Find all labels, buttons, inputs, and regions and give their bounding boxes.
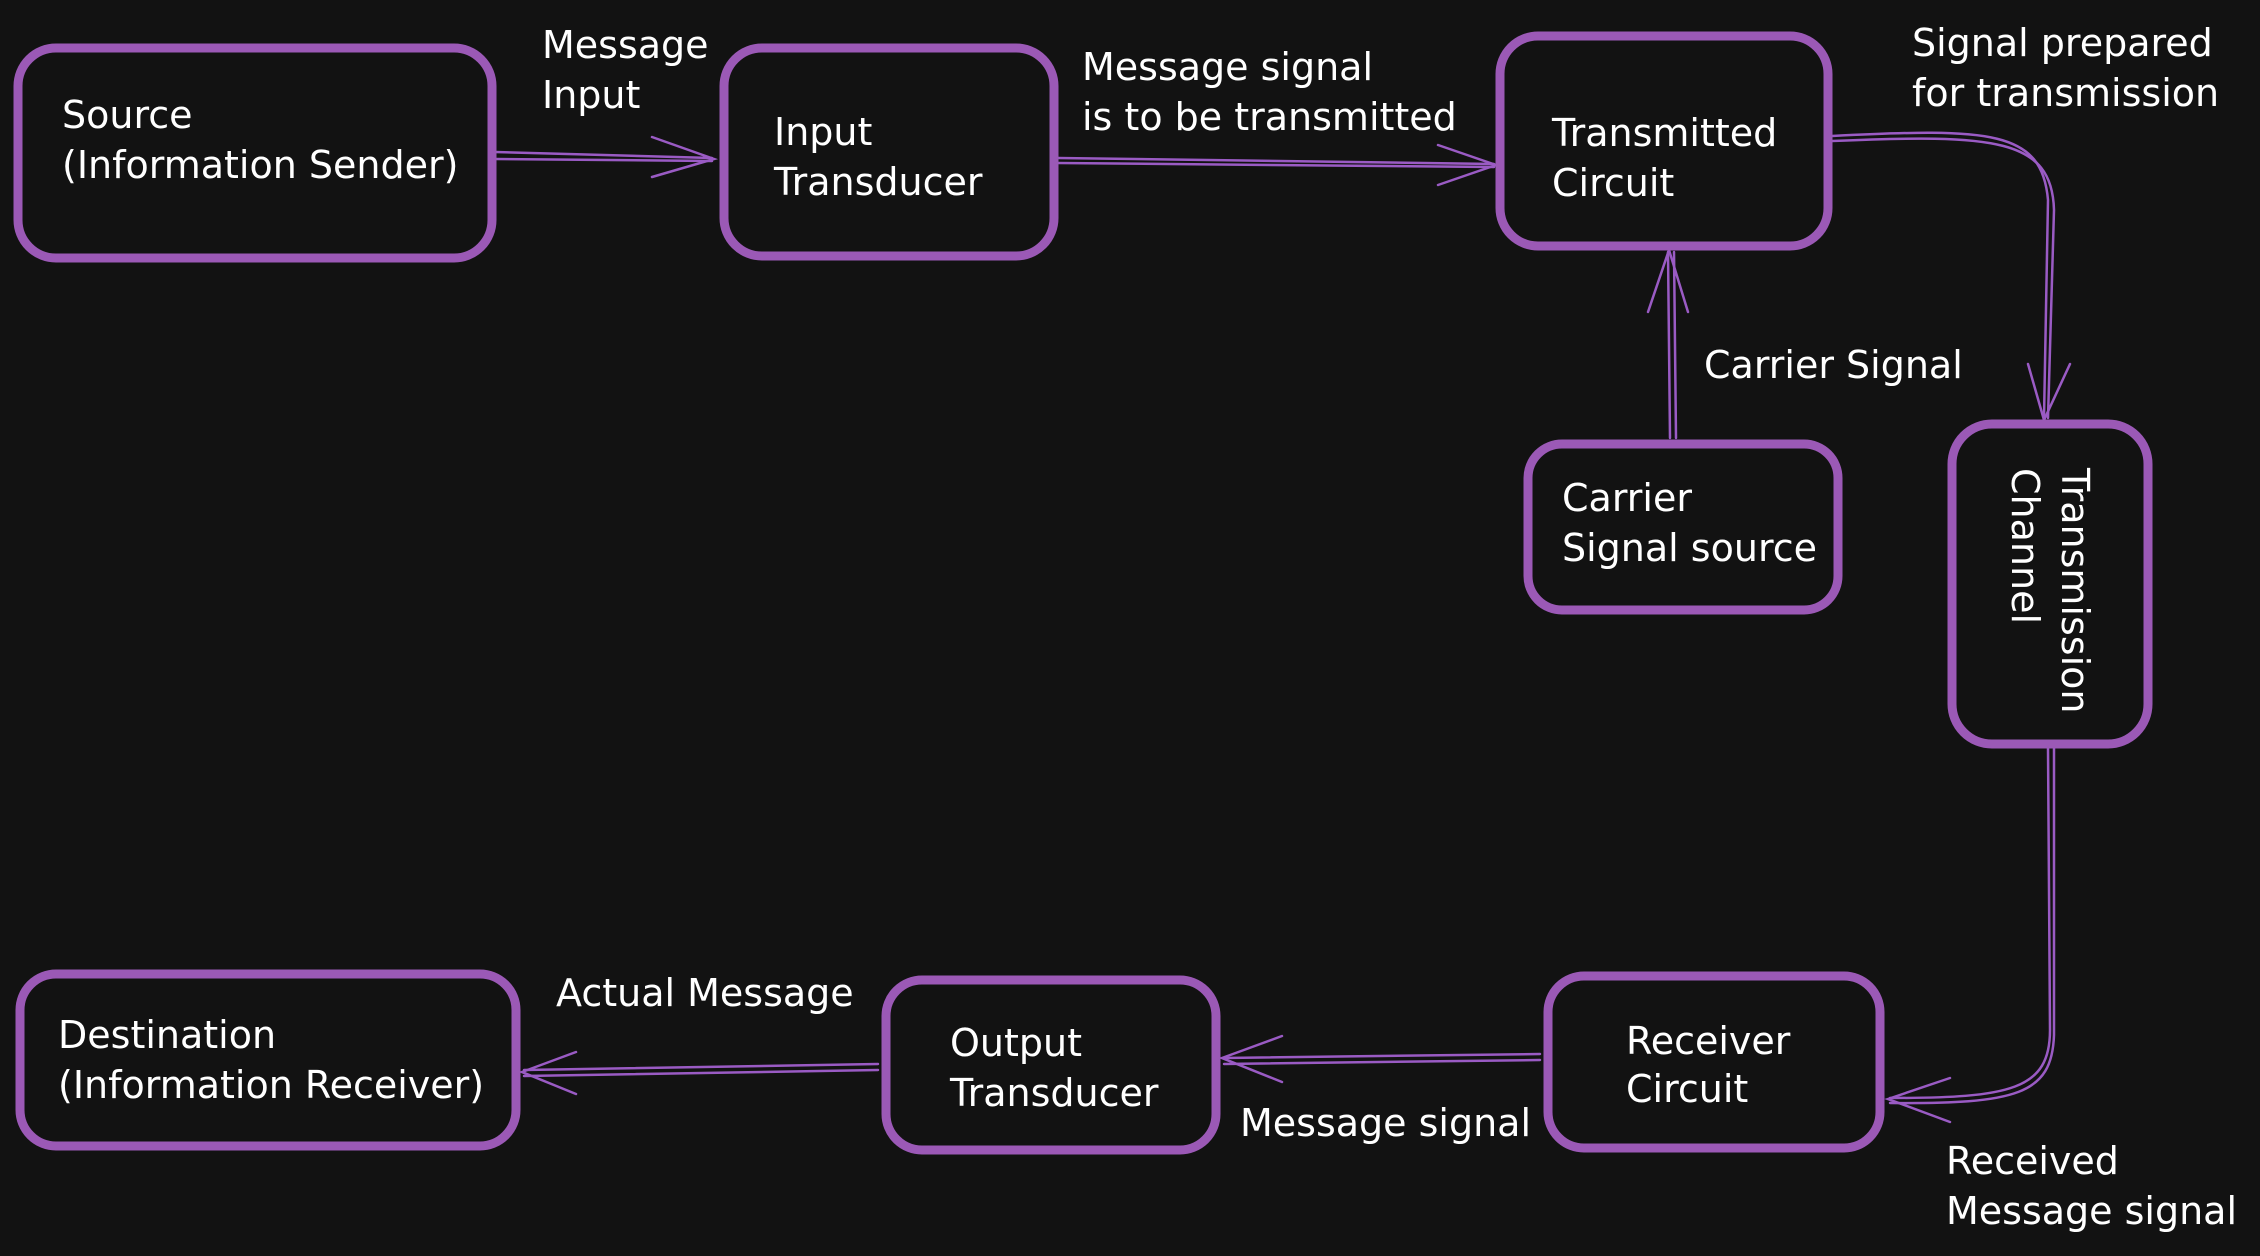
label-actual-message: Actual Message (556, 971, 854, 1015)
node-receiver-circuit: Receiver Circuit (1543, 971, 1885, 1153)
node-input-transducer-line2: Transducer (773, 160, 983, 204)
edge-source-to-input-transducer (493, 135, 719, 179)
node-output-transducer: Output Transducer (881, 975, 1221, 1155)
label-signal-prepared: Signal prepared for transmission (1912, 21, 2219, 115)
label-message-input-line1: Message (542, 23, 709, 67)
node-destination: Destination (Information Receiver) (15, 969, 521, 1151)
node-source: Source (Information Sender) (13, 43, 497, 263)
label-carrier-signal: Carrier Signal (1704, 343, 1963, 387)
node-source-line2: (Information Sender) (62, 143, 458, 187)
label-received-line2: Message signal (1946, 1189, 2237, 1233)
node-destination-line1: Destination (58, 1013, 276, 1057)
node-input-transducer-line1: Input (774, 110, 872, 154)
label-carrier-signal-line1: Carrier Signal (1704, 343, 1963, 387)
label-message-signal-transmitted: Message signal is to be transmitted (1082, 45, 1457, 139)
node-carrier-line1: Carrier (1562, 476, 1692, 520)
node-destination-line2: (Information Receiver) (58, 1063, 484, 1107)
edge-channel-to-receiver-circuit (1884, 746, 2056, 1124)
edge-input-transducer-to-transmitted-circuit (1056, 143, 1500, 187)
edge-output-transducer-to-destination (518, 1050, 880, 1096)
node-channel-line2: Channel (2003, 468, 2047, 624)
label-signal-prepared-line2: for transmission (1912, 71, 2219, 115)
node-carrier-signal-source: Carrier Signal source (1523, 439, 1843, 615)
label-received-line1: Received (1946, 1139, 2119, 1183)
node-receiver-line2: Circuit (1626, 1067, 1748, 1111)
label-signal-prepared-line1: Signal prepared (1912, 21, 2213, 65)
node-carrier-line2: Signal source (1562, 526, 1817, 570)
label-message-signal-tx-line1: Message signal (1082, 45, 1373, 89)
node-output-transducer-line2: Transducer (949, 1071, 1159, 1115)
label-actual-message-line1: Actual Message (556, 971, 854, 1015)
node-transmitted-circuit: Transmitted Circuit (1495, 31, 1833, 251)
label-message-signal-rx-line1: Message signal (1240, 1101, 1531, 1145)
label-message-input: Message Input (542, 23, 709, 117)
node-input-transducer: Input Transducer (719, 43, 1059, 261)
node-transmitted-circuit-line1: Transmitted (1551, 111, 1777, 155)
label-message-signal-rx: Message signal (1240, 1101, 1531, 1145)
node-transmission-channel: Transmission Channel (1947, 419, 2153, 749)
node-channel-line1: Transmission (2053, 467, 2097, 713)
node-source-line1: Source (62, 93, 193, 137)
edge-carrier-to-transmitted-circuit (1646, 245, 1690, 440)
node-output-transducer-line1: Output (950, 1021, 1082, 1065)
label-message-input-line2: Input (542, 73, 640, 117)
label-message-signal-tx-line2: is to be transmitted (1082, 95, 1457, 139)
label-received-message-signal: Received Message signal (1946, 1139, 2237, 1233)
node-transmitted-circuit-line2: Circuit (1552, 161, 1674, 205)
edge-receiver-to-output-transducer (1218, 1034, 1542, 1084)
node-receiver-line1: Receiver (1626, 1019, 1791, 1063)
